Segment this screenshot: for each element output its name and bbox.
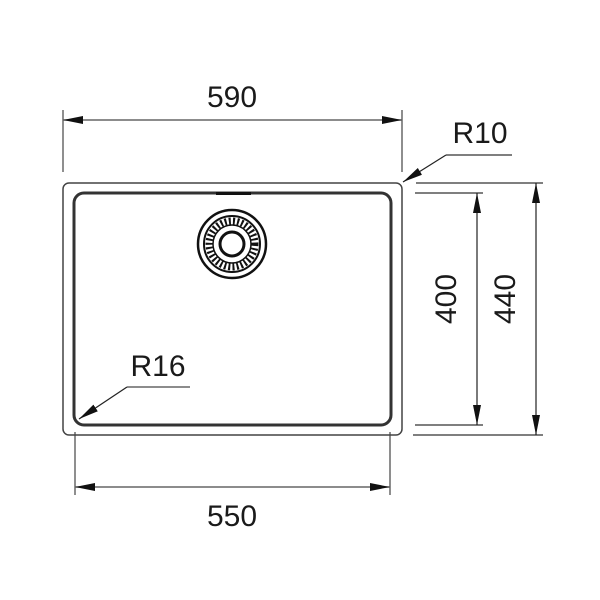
dimension-inner-width: 550 <box>74 432 391 533</box>
dimension-outer-radius: R10 <box>402 117 512 183</box>
label-r16: R16 <box>130 350 185 383</box>
dimension-inner-radius: R16 <box>78 350 190 420</box>
dimension-outer-height: 440 <box>413 182 543 436</box>
label-590: 590 <box>207 81 257 114</box>
dimension-inner-height: 400 <box>415 192 483 426</box>
dimension-outer-width: 590 <box>62 81 403 172</box>
sink-outer-rim <box>62 182 403 436</box>
label-550: 550 <box>207 500 257 533</box>
drain-icon <box>196 208 268 280</box>
label-r10: R10 <box>452 117 507 150</box>
label-440: 440 <box>489 274 522 324</box>
label-400: 400 <box>430 274 463 324</box>
